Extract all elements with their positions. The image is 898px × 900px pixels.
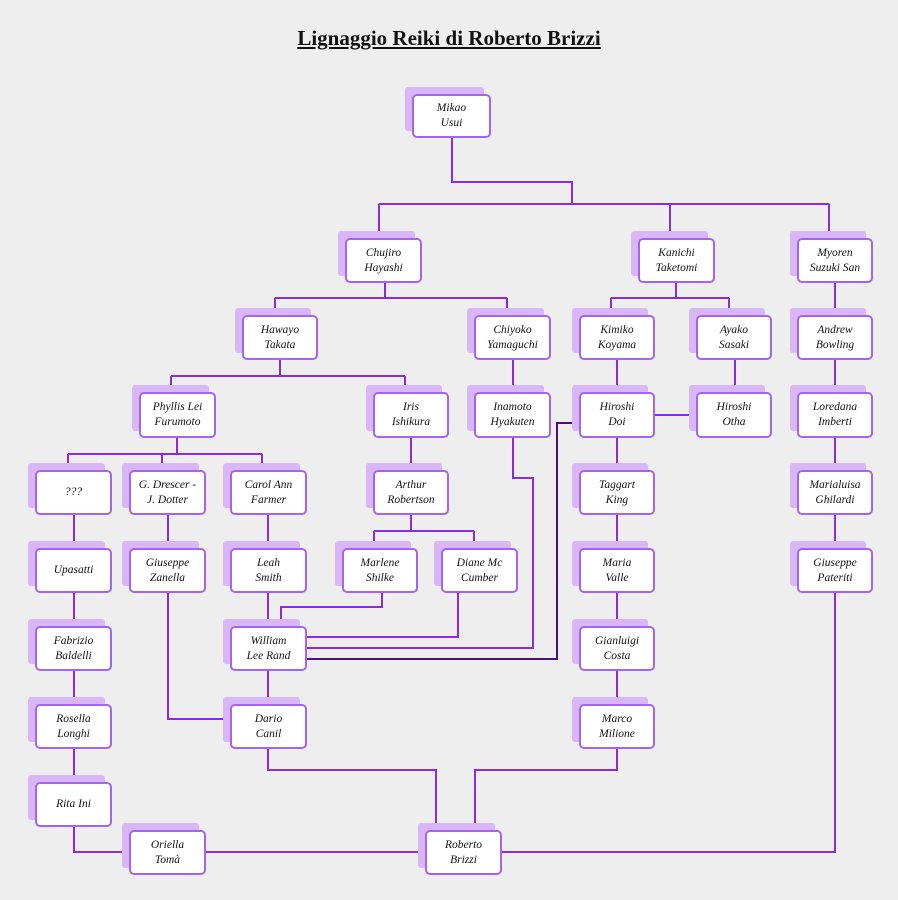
node-label: Marco Milione <box>599 712 635 740</box>
node-label: Oriella Tomà <box>150 838 185 866</box>
node-label: Marialuisa Ghilardi <box>809 478 861 506</box>
node-brizzi: Roberto Brizzi <box>418 823 502 875</box>
node-robertson: Arthur Robertson <box>366 463 449 515</box>
node-longhi: Rosella Longhi <box>28 697 112 749</box>
node-otha: Hiroshi Otha <box>689 385 772 438</box>
node-ghilardi: Marialuisa Ghilardi <box>790 463 873 515</box>
node-label: Phyllis Lei Furumoto <box>152 401 203 428</box>
connector-canil-brizzi <box>267 749 437 830</box>
node-valle: Maria Valle <box>572 541 655 593</box>
node-drescer: G. Drescer - J. Dotter <box>122 463 206 515</box>
connector-milione-brizzi <box>474 749 618 830</box>
node-baldelli: Fabrizio Baldelli <box>28 619 112 671</box>
node-zanella: Giuseppe Zanella <box>122 541 206 593</box>
node-unknown: ??? <box>28 463 112 515</box>
node-shilke: Marlene Shilke <box>335 541 418 593</box>
connector-pateriti-brizzi <box>502 593 836 853</box>
connector-zanella-canil <box>167 593 230 720</box>
node-label: Diane Mc Cumber <box>456 556 503 584</box>
node-label: ??? <box>64 486 83 498</box>
node-label: Kanichi Taketomi <box>655 246 698 274</box>
node-takata: Hawayo Takata <box>235 308 318 360</box>
node-koyama: Kimiko Koyama <box>572 308 655 360</box>
node-label: Chiyoko Yamaguchi <box>487 323 538 351</box>
node-cumber: Diane Mc Cumber <box>434 541 518 593</box>
node-label: Dario Canil <box>254 712 283 740</box>
node-ini: Rita Ini <box>28 775 112 827</box>
node-toma: Oriella Tomà <box>122 823 206 875</box>
node-doi: Hiroshi Doi <box>572 385 655 438</box>
node-label: Kimiko Koyama <box>597 323 637 351</box>
node-label: Hiroshi Otha <box>716 401 752 428</box>
connector-hyakuten-rand <box>307 438 534 649</box>
node-yamaguchi: Chiyoko Yamaguchi <box>467 308 551 360</box>
connector-cumber-rand <box>307 593 459 638</box>
node-label: Rosella Longhi <box>56 712 91 740</box>
node-ishikura: Iris Ishikura <box>366 385 449 438</box>
node-label: Fabrizio Baldelli <box>53 634 94 662</box>
node-taketomi: Kanichi Taketomi <box>631 231 715 283</box>
node-label: Giuseppe Pateriti <box>813 556 857 584</box>
node-label: Rita Ini <box>56 798 91 810</box>
node-label: Taggart King <box>598 478 635 506</box>
node-rand: William Lee Rand <box>223 619 307 671</box>
node-hyakuten: Inamoto Hyakuten <box>467 385 551 438</box>
node-hayashi: Chujiro Hayashi <box>338 231 422 283</box>
node-milione: Marco Milione <box>572 697 655 749</box>
node-label: Marlene Shilke <box>360 556 400 584</box>
node-farmer: Carol Ann Farmer <box>223 463 307 515</box>
node-label: Ayako Sasaki <box>718 323 750 351</box>
node-label: Giuseppe Zanella <box>145 556 190 584</box>
node-usui: Mikao Usui <box>405 87 491 138</box>
node-label: Upasatti <box>53 564 94 576</box>
node-label: Maria Valle <box>602 556 632 584</box>
connector-usui-down <box>451 138 573 204</box>
node-label: Leah Smith <box>255 556 282 584</box>
node-label: Hawayo Takata <box>260 323 300 351</box>
node-label: Inamoto Hyakuten <box>490 401 535 428</box>
node-upasatti: Upasatti <box>28 541 112 593</box>
node-label: G. Drescer - J. Dotter <box>138 478 197 506</box>
node-label: Carol Ann Farmer <box>244 478 293 506</box>
node-label: Gianluigi Costa <box>594 634 640 662</box>
connector-shilke-rand <box>280 593 383 626</box>
node-costa: Gianluigi Costa <box>572 619 655 671</box>
node-label: Roberto Brizzi <box>444 838 483 866</box>
node-furumoto: Phyllis Lei Furumoto <box>132 385 216 438</box>
node-label: Mikao Usui <box>436 102 467 129</box>
node-label: Loredana Imberti <box>812 401 858 428</box>
node-bowling: Andrew Bowling <box>790 308 873 360</box>
node-imberti: Loredana Imberti <box>790 385 873 438</box>
node-pateriti: Giuseppe Pateriti <box>790 541 873 593</box>
node-label: Chujiro Hayashi <box>364 246 403 274</box>
connector-doi-rand <box>307 422 579 660</box>
node-sasaki: Ayako Sasaki <box>689 308 772 360</box>
connector-ini-toma <box>73 827 129 853</box>
node-label: Myoren Suzuki San <box>809 246 861 274</box>
node-canil: Dario Canil <box>223 697 307 749</box>
node-label: William Lee Rand <box>246 634 291 662</box>
node-label: Hiroshi Doi <box>599 401 635 428</box>
node-label: Arthur Robertson <box>387 478 435 506</box>
node-suzuki: Myoren Suzuki San <box>790 231 873 283</box>
node-king: Taggart King <box>572 463 655 515</box>
node-label: Iris Ishikura <box>391 401 431 428</box>
node-smith: Leah Smith <box>223 541 307 593</box>
node-label: Andrew Bowling <box>815 323 855 351</box>
diagram-title: Lignaggio Reiki di Roberto Brizzi <box>297 26 601 50</box>
